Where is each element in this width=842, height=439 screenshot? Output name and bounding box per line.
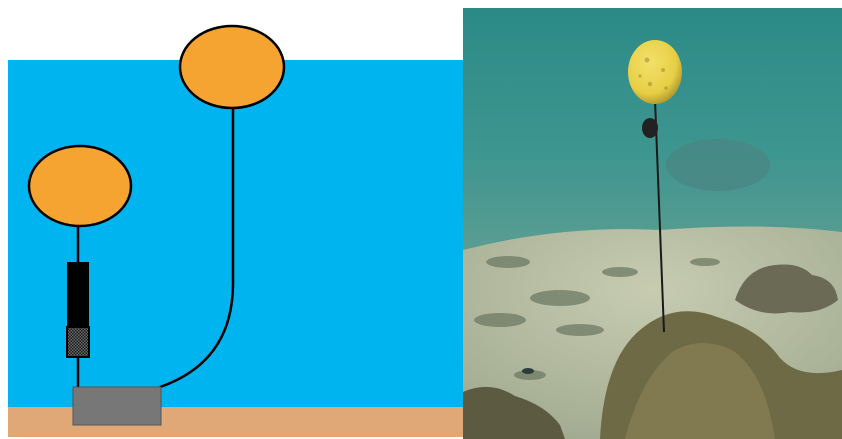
instrument-sensor-tip [67,327,89,357]
photo-panel [463,8,842,439]
photo-instrument [642,118,658,138]
schematic-panel [8,26,463,437]
anchor-weight [73,387,161,425]
fish [522,368,534,374]
tall-mooring-buoy [180,26,284,108]
short-mooring-buoy [29,146,131,226]
distant-reef [666,139,770,191]
instrument-housing [67,262,89,327]
subsurface-float [628,40,682,104]
